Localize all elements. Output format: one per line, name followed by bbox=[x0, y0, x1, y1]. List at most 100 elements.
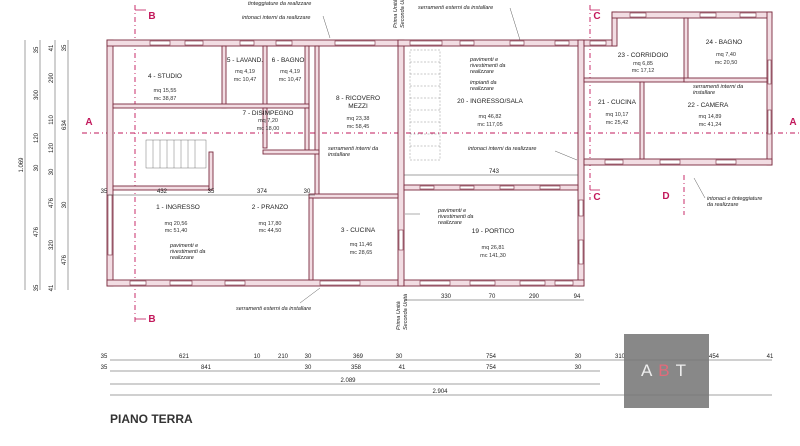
note-tinteggiature: tinteggiature da realizzare bbox=[248, 1, 311, 7]
room-area: mq 7,40 bbox=[716, 52, 736, 58]
room-volume: mc 58,45 bbox=[347, 124, 370, 130]
note-pavimenti-top-3: realizzare bbox=[470, 69, 494, 75]
room-volume: mc 51,40 bbox=[165, 228, 188, 234]
svg-text:30: 30 bbox=[396, 354, 403, 360]
svg-text:35: 35 bbox=[62, 44, 68, 51]
room-volume: mc 44,50 bbox=[259, 228, 282, 234]
svg-text:358: 358 bbox=[351, 365, 362, 371]
svg-text:70: 70 bbox=[489, 294, 496, 300]
room-ricovero-mezzi: 8 - RICOVERO MEZZI mq 23,38 mc 58,45 bbox=[336, 95, 380, 130]
svg-text:30: 30 bbox=[49, 168, 55, 175]
room-cucina-3: 3 - CUCINA mq 11,46 mc 28,65 bbox=[341, 227, 376, 256]
svg-text:35: 35 bbox=[101, 365, 108, 371]
room-disimpegno: 7 - DISIMPEGNO mq 7,20 mc 18,00 bbox=[243, 110, 294, 132]
room-name: 5 - LAVAND. bbox=[227, 57, 263, 64]
svg-text:41: 41 bbox=[767, 354, 774, 360]
logo-letter-b: B bbox=[658, 361, 676, 380]
room-studio: 4 - STUDIO mq 15,55 mc 38,87 bbox=[148, 73, 182, 102]
room-cucina-21: 21 - CUCINA mq 10,17 mc 25,42 bbox=[598, 99, 637, 126]
note-serramenti-bottom: serramenti esterni da installare bbox=[236, 306, 311, 312]
note-pavimenti-left-2: rivestimenti da bbox=[170, 249, 205, 255]
room-name: 20 - INGRESSO/SALA bbox=[457, 98, 523, 105]
svg-text:330: 330 bbox=[441, 294, 452, 300]
svg-text:35: 35 bbox=[34, 46, 40, 53]
room-area: mq 10,17 bbox=[606, 112, 629, 118]
svg-text:41: 41 bbox=[399, 365, 406, 371]
svg-text:120: 120 bbox=[49, 142, 55, 153]
room-area: mq 15,55 bbox=[154, 88, 177, 94]
room-name: 2 - PRANZO bbox=[252, 204, 288, 211]
note-serramenti-top: serramenti esterni da installare bbox=[418, 5, 493, 11]
note-pavimenti-top-2: rivestimenti da bbox=[470, 63, 505, 69]
unit-label-first-bottom: Prima Unità bbox=[396, 301, 402, 330]
svg-text:30: 30 bbox=[62, 201, 68, 208]
svg-text:35: 35 bbox=[34, 284, 40, 291]
room-name: 4 - STUDIO bbox=[148, 73, 182, 80]
svg-text:41: 41 bbox=[49, 44, 55, 51]
svg-text:754: 754 bbox=[486, 354, 497, 360]
section-label-a-left: A bbox=[85, 117, 92, 128]
room-area: mq 23,38 bbox=[347, 116, 370, 122]
room-name: 3 - CUCINA bbox=[341, 227, 376, 234]
plan-title: PIANO TERRA bbox=[110, 412, 193, 426]
room-name: 6 - BAGNO bbox=[272, 57, 305, 64]
room-area: mq 7,20 bbox=[258, 118, 278, 124]
svg-text:35: 35 bbox=[101, 354, 108, 360]
annotations: tinteggiature da realizzare intonaci int… bbox=[169, 1, 762, 312]
inner-dimensions: 35 432 35 374 30 743 330 70 290 94 bbox=[101, 169, 584, 301]
svg-text:30: 30 bbox=[305, 354, 312, 360]
room-lavand: 5 - LAVAND. mq 4,19 mc 10,47 bbox=[227, 57, 263, 83]
room-area: mq 11,46 bbox=[350, 242, 373, 248]
svg-text:35: 35 bbox=[208, 189, 215, 195]
stairs-right bbox=[409, 49, 441, 161]
room-ingresso-sala: 20 - INGRESSO/SALA mq 46,82 mc 117,05 bbox=[457, 98, 523, 128]
room-name: 1 - INGRESSO bbox=[156, 204, 200, 211]
svg-text:754: 754 bbox=[486, 365, 497, 371]
svg-text:621: 621 bbox=[179, 354, 190, 360]
note-serramenti-int-right-1: serramenti interni da bbox=[693, 84, 743, 90]
room-area: mq 4,19 bbox=[235, 69, 255, 75]
svg-text:310: 310 bbox=[615, 354, 626, 360]
room-volume: mc 41,24 bbox=[699, 122, 722, 128]
section-label-b-top: B bbox=[148, 11, 155, 22]
section-label-a-right: A bbox=[789, 117, 796, 128]
room-volume: mc 141,30 bbox=[480, 253, 506, 259]
stairs-left bbox=[145, 139, 207, 169]
svg-text:290: 290 bbox=[49, 72, 55, 83]
svg-text:454: 454 bbox=[709, 354, 720, 360]
unit-label-second-bottom: Seconda Unità bbox=[403, 294, 409, 330]
room-name: 8 - RICOVERO bbox=[336, 95, 380, 102]
note-pavimenti-mid-1: pavimenti e bbox=[437, 208, 466, 214]
walls bbox=[106, 11, 773, 287]
svg-text:1.069: 1.069 bbox=[19, 157, 25, 173]
svg-text:290: 290 bbox=[529, 294, 540, 300]
room-area: mq 46,82 bbox=[479, 114, 502, 120]
logo-letter-t: T bbox=[675, 361, 693, 380]
section-label-c-top: C bbox=[593, 11, 600, 22]
svg-text:10: 10 bbox=[254, 354, 261, 360]
room-area: mq 14,89 bbox=[699, 114, 722, 120]
svg-text:432: 432 bbox=[157, 189, 168, 195]
note-impianti-1: impianti da bbox=[470, 80, 497, 86]
room-name: 24 - BAGNO bbox=[706, 39, 742, 46]
unit-label-first-top: Prima Unità bbox=[393, 0, 399, 28]
room-volume: mc 10,47 bbox=[234, 77, 257, 83]
svg-text:41: 41 bbox=[49, 284, 55, 291]
svg-text:30: 30 bbox=[304, 189, 311, 195]
note-pavimenti-left-3: realizzare bbox=[170, 255, 194, 261]
room-pranzo: 2 - PRANZO mq 17,80 mc 44,50 bbox=[252, 204, 288, 234]
svg-text:634: 634 bbox=[62, 119, 68, 130]
note-intonaci-right-1: intonaci e tinteggiature bbox=[707, 196, 762, 202]
room-volume: mc 117,05 bbox=[477, 122, 502, 128]
svg-text:2.089: 2.089 bbox=[340, 378, 356, 384]
svg-text:369: 369 bbox=[353, 354, 364, 360]
room-name: 22 - CAMERA bbox=[688, 102, 729, 109]
room-bagno-24: 24 - BAGNO mq 7,40 mc 20,50 bbox=[706, 39, 742, 66]
section-label-d: D bbox=[662, 191, 669, 202]
svg-text:210: 210 bbox=[278, 354, 289, 360]
svg-text:30: 30 bbox=[305, 365, 312, 371]
room-name: 23 - CORRIDOIO bbox=[618, 52, 669, 59]
room-volume: mc 20,50 bbox=[715, 60, 738, 66]
windows bbox=[107, 12, 772, 286]
